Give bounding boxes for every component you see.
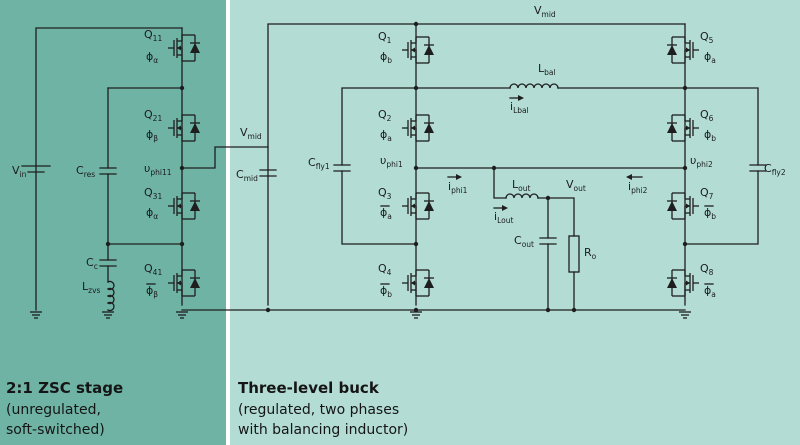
label-cfly1: Cfly1 [308,156,330,171]
label-q21: Q21 [144,108,162,123]
label-q5: Q5 [700,30,714,45]
label-gate-q11: ϕα [146,50,158,65]
label-vmid-zsc: Vmid [240,126,262,141]
zsc-caption-line1: (unregulated, [6,402,101,418]
label-ilbal: iLbal [510,100,529,115]
label-vout: Vout [566,178,586,193]
label-q41: Q41 [144,262,162,277]
label-q4: Q4 [378,262,392,277]
zsc-panel [0,0,226,445]
gate-overbars [146,205,714,285]
label-cout: Cout [514,234,534,249]
label-gate-q3: ϕa [380,206,392,221]
label-gate-q6: ϕb [704,128,716,143]
buck-wiring [259,23,767,311]
label-q7: Q7 [700,186,714,201]
label-cfly2: Cfly2 [764,162,786,177]
label-lzvs: Lzvs [82,280,101,295]
label-lout: Lout [512,178,530,193]
junction-dots [105,21,688,313]
label-cmid: Cmid [236,168,258,183]
label-gate-q31: ϕα [146,206,158,221]
label-lbal: Lbal [538,62,556,77]
label-gate-q7: ϕb [704,206,716,221]
current-arrows [447,95,643,211]
label-cres: Cres [76,164,95,179]
label-q2: Q2 [378,108,392,123]
label-q1: Q1 [378,30,392,45]
buck-caption-title: Three-level buck [238,379,380,397]
label-vphi11: υphi11 [144,162,172,177]
label-q31: Q31 [144,186,162,201]
label-cc: Cc [86,256,98,271]
panel-divider [226,0,230,445]
label-gate-q21: ϕβ [146,128,158,143]
label-gate-q1: ϕb [380,50,392,65]
label-vphi2: υphi2 [690,154,713,169]
label-gate-q4: ϕb [380,284,392,299]
label-ro: Ro [584,246,597,261]
zsc-caption-title: 2:1 ZSC stage [6,379,123,397]
label-vin: Vin [12,164,27,179]
label-gate-q41: ϕβ [146,284,158,299]
buck-panel [230,0,800,445]
zsc-caption-line2: soft-switched) [6,422,105,438]
label-gate-q8: ϕa [704,284,716,299]
label-gate-q5: ϕa [704,50,716,65]
label-ilout: iLout [494,210,513,225]
label-iphi1: iphi1 [448,180,468,195]
label-q6: Q6 [700,108,714,123]
buck-caption-line2: with balancing inductor) [238,422,408,438]
buck-caption-line1: (regulated, two phases [238,402,399,418]
label-q11: Q11 [144,28,162,43]
label-iphi2: iphi2 [628,180,648,195]
label-q8: Q8 [700,262,714,277]
label-gate-q2: ϕa [380,128,392,143]
label-q3: Q3 [378,186,392,201]
label-vphi1: υphi1 [380,154,403,169]
label-vmid-top: Vmid [534,4,556,19]
zsc-wiring [21,27,417,312]
